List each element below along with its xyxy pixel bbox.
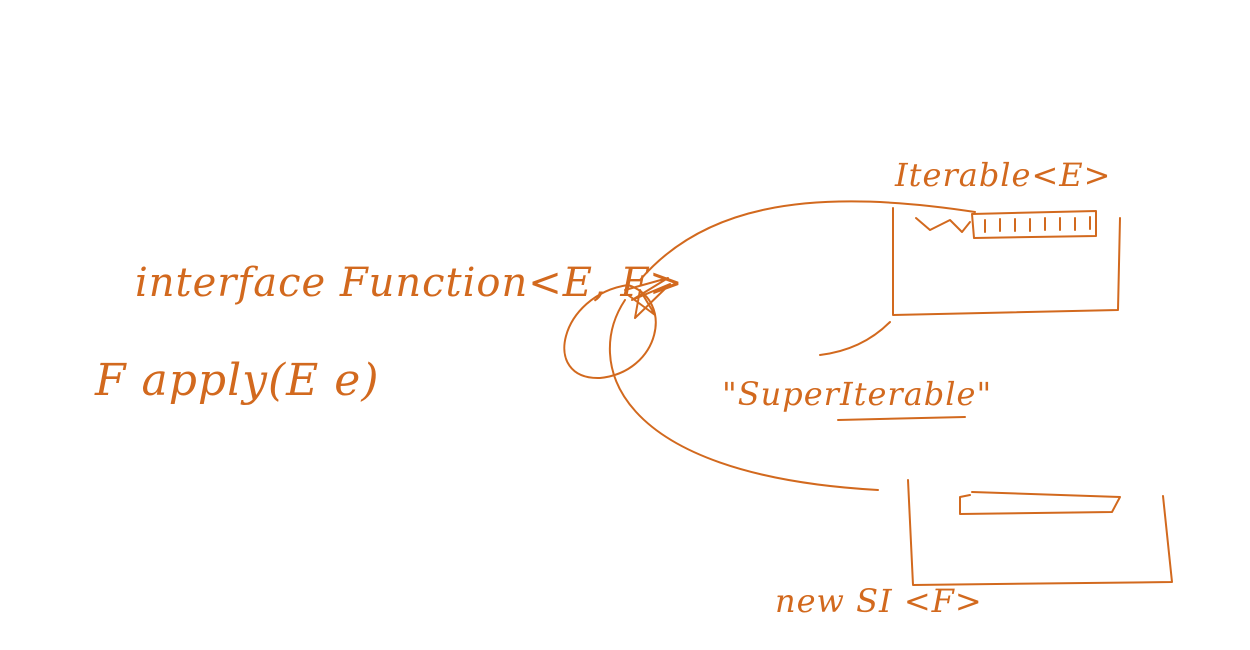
iterator-pointer-scribble	[915, 217, 971, 233]
iterable-element-ticks	[984, 216, 1091, 233]
function-node-scribble	[624, 277, 671, 319]
iterable-label-text: Iterable<E>	[894, 156, 1111, 194]
super-iterable-underline	[837, 416, 966, 421]
new-si-element-bar	[959, 491, 1121, 515]
super-iterable-label-text: "SuperIterable"	[722, 375, 992, 413]
iterable-box	[892, 207, 1121, 316]
function-to-iterable-curve	[639, 200, 976, 281]
new-si-box	[907, 479, 1173, 586]
interface-declaration-text: interface Function<E, F>	[135, 260, 684, 306]
iterable-element-bar	[971, 210, 1097, 239]
sketch-strokes	[563, 200, 1173, 586]
super-to-iterable-arrow	[819, 321, 891, 356]
function-to-new-si-curve	[608, 299, 879, 491]
new-si-label-text: new SI <F>	[775, 582, 983, 620]
method-signature-text: F apply(E e)	[94, 355, 380, 406]
